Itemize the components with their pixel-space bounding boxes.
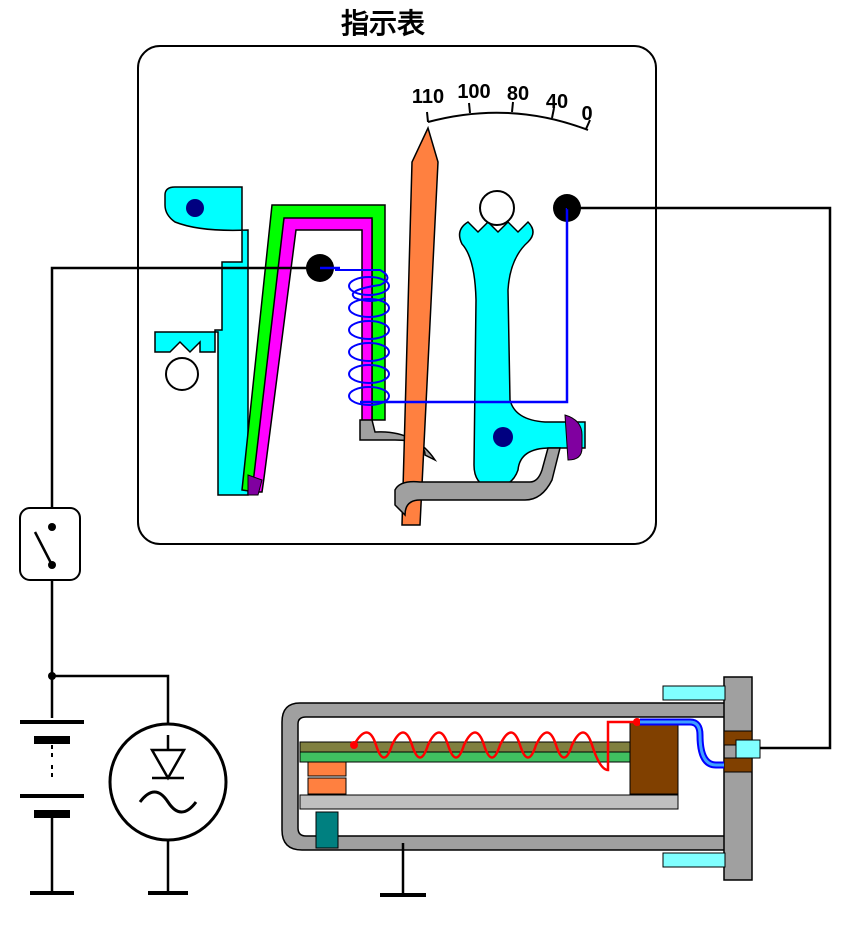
scale-label-40: 40	[546, 91, 568, 113]
temperature-sensor	[281, 676, 761, 881]
supply-wire	[50, 266, 320, 510]
coil-return-wire	[360, 208, 569, 404]
right-bracket	[458, 220, 586, 489]
left-adjust-eye	[165, 357, 199, 391]
ignition-switch	[19, 507, 81, 581]
diagram-title: 指示表	[341, 7, 425, 40]
generator-feed-wire	[52, 674, 170, 740]
generator-symbol	[108, 722, 228, 895]
left-bracket-clip	[247, 474, 263, 496]
gauge-housing	[137, 45, 657, 545]
pointer-linkage-bar	[394, 447, 561, 517]
scale-label-0: 0	[581, 103, 592, 125]
scale-labels: 110 100 80 40 0	[412, 81, 593, 125]
battery-symbol	[20, 720, 84, 895]
right-adjust-eye	[479, 190, 515, 226]
right-bracket-pivot	[493, 427, 513, 447]
left-bracket	[154, 186, 249, 496]
sensor-wire	[567, 206, 832, 750]
sensor-ground	[380, 843, 426, 897]
switch-blade	[33, 531, 54, 566]
scale-label-110: 110	[412, 86, 444, 108]
heating-coil	[335, 269, 390, 406]
switch-contact-top	[48, 523, 56, 531]
magenta-bimetal-strip	[251, 217, 373, 493]
scale-label-80: 80	[507, 83, 529, 105]
right-bracket-clip	[564, 414, 583, 461]
gauge-pointer	[401, 125, 439, 526]
scale-ticks	[426, 101, 591, 130]
left-bracket-pivot	[186, 199, 204, 217]
scale-arc	[427, 111, 589, 131]
scale-label-100: 100	[457, 81, 490, 103]
